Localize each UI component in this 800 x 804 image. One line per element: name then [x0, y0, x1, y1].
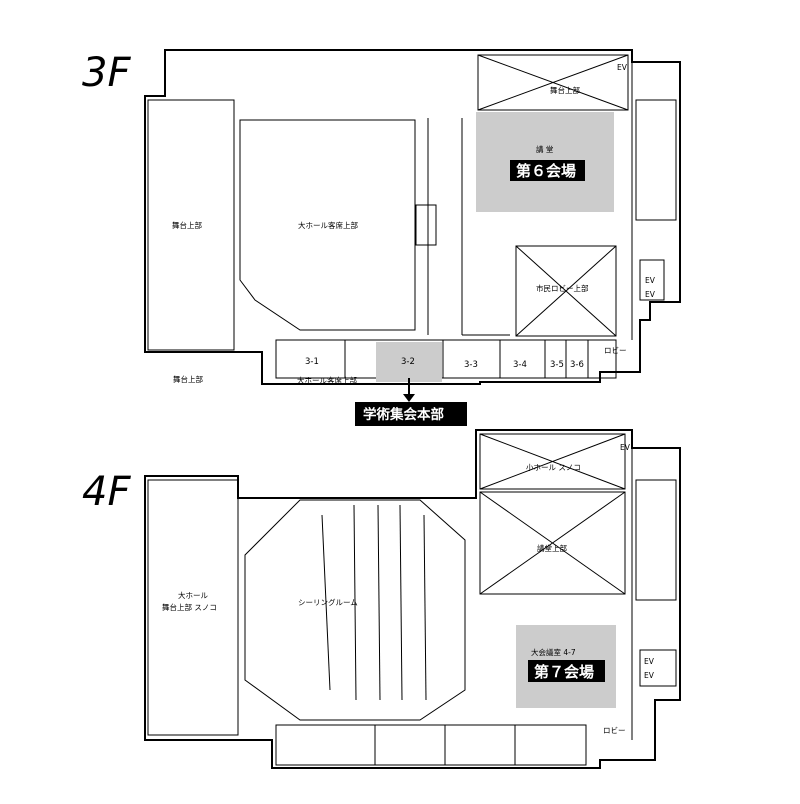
f3-ev-shaft [639, 259, 665, 301]
f4-beam [399, 504, 403, 701]
f4-beam [377, 504, 381, 701]
f3-ev-mid1-label: EV [645, 276, 656, 285]
f4-small-hall-box [479, 433, 626, 490]
f4-ev-2-label: EV [644, 671, 655, 680]
f3-stage-upper-top-label: 舞台上部 [550, 85, 580, 95]
f4-big-hall-label: 大ホール [178, 590, 208, 600]
f4-stage-snoko-label: 舞台上部 スノコ [162, 602, 217, 612]
room-3-6-label: 3-6 [570, 360, 584, 370]
floor-4f [144, 429, 681, 769]
f4-lecture-upper-box [479, 491, 626, 595]
venue7-label: 第７会場 [534, 663, 594, 681]
floor-3f [144, 49, 681, 385]
f4-ev-top-label: EV [620, 443, 631, 452]
f4-right-rooms [635, 479, 677, 601]
f3-lobby-label: ロビー [604, 346, 627, 355]
hq-badge [355, 402, 467, 426]
f3-outer-wall [144, 49, 681, 385]
venue6-label: 第６会場 [516, 162, 576, 180]
f3-hall-seats [239, 119, 416, 331]
floor-3f-title: 3F [82, 50, 131, 96]
f3-hall-seats-label: 大ホール客席上部 [298, 220, 358, 230]
f4-small-hall-label: 小ホール スノコ [526, 463, 581, 472]
f3-citizen-lobby-upper [515, 245, 617, 337]
f4-outer-wall [144, 429, 681, 769]
hq-pointer-arrow-icon [403, 394, 415, 402]
f3-stage-upper-bottom-label: 舞台上部 [173, 374, 203, 384]
f4-big-conf-label: 大会議室 4-7 [531, 647, 576, 657]
f3-stage-upper-box [477, 54, 629, 111]
room-3-1-label: 3-1 [305, 357, 319, 367]
f3-room-row [275, 339, 617, 379]
room-3-2-label: 3-2 [401, 357, 415, 367]
f4-lecture-diagonal [479, 491, 626, 595]
f3-lobby-diagonal [515, 245, 617, 337]
venue6-badge [510, 160, 585, 181]
f3-ev-mid2-label: EV [645, 290, 656, 299]
f4-ev-shaft [639, 649, 677, 687]
f4-lobby-label: ロビー [603, 726, 626, 735]
f4-ev-1-label: EV [644, 657, 655, 666]
room-3-3-label: 3-3 [464, 360, 478, 370]
f4-beam [423, 514, 427, 701]
f4-box-diagonal [479, 433, 626, 490]
venue7-badge [528, 660, 605, 682]
f4-big-hall-stage [147, 479, 239, 736]
f4-ceiling-room-label: シーリングルーム [298, 597, 358, 607]
f3-lecture-hall-label: 講 堂 [536, 144, 554, 154]
f3-ev-top-label: EV [617, 63, 628, 72]
f4-beam [321, 514, 331, 691]
f3-citizen-lobby-label: 市民ロビー上部 [536, 283, 589, 293]
f4-ceiling-room [244, 499, 466, 721]
f3-box-diagonal [477, 54, 629, 111]
f3-stage-upper-left-label: 舞台上部 [172, 220, 202, 230]
f4-lecture-upper-label: 講堂上部 [537, 543, 567, 553]
room-3-5-label: 3-5 [550, 360, 564, 370]
f3-hall-seats-bottom-label: 大ホール客席上部 [297, 375, 357, 385]
hq-label: 学術集会本部 [363, 406, 444, 423]
f3-right-rooms [635, 99, 677, 221]
f4-bottom-rooms [275, 724, 587, 766]
room-3-2-highlight[interactable] [376, 342, 442, 382]
floor-4f-title: 4F [82, 469, 131, 515]
f3-hall-booth [415, 204, 437, 246]
f4-beam [353, 504, 357, 701]
f3-stage-left [147, 99, 235, 351]
room-3-4-label: 3-4 [513, 360, 527, 370]
